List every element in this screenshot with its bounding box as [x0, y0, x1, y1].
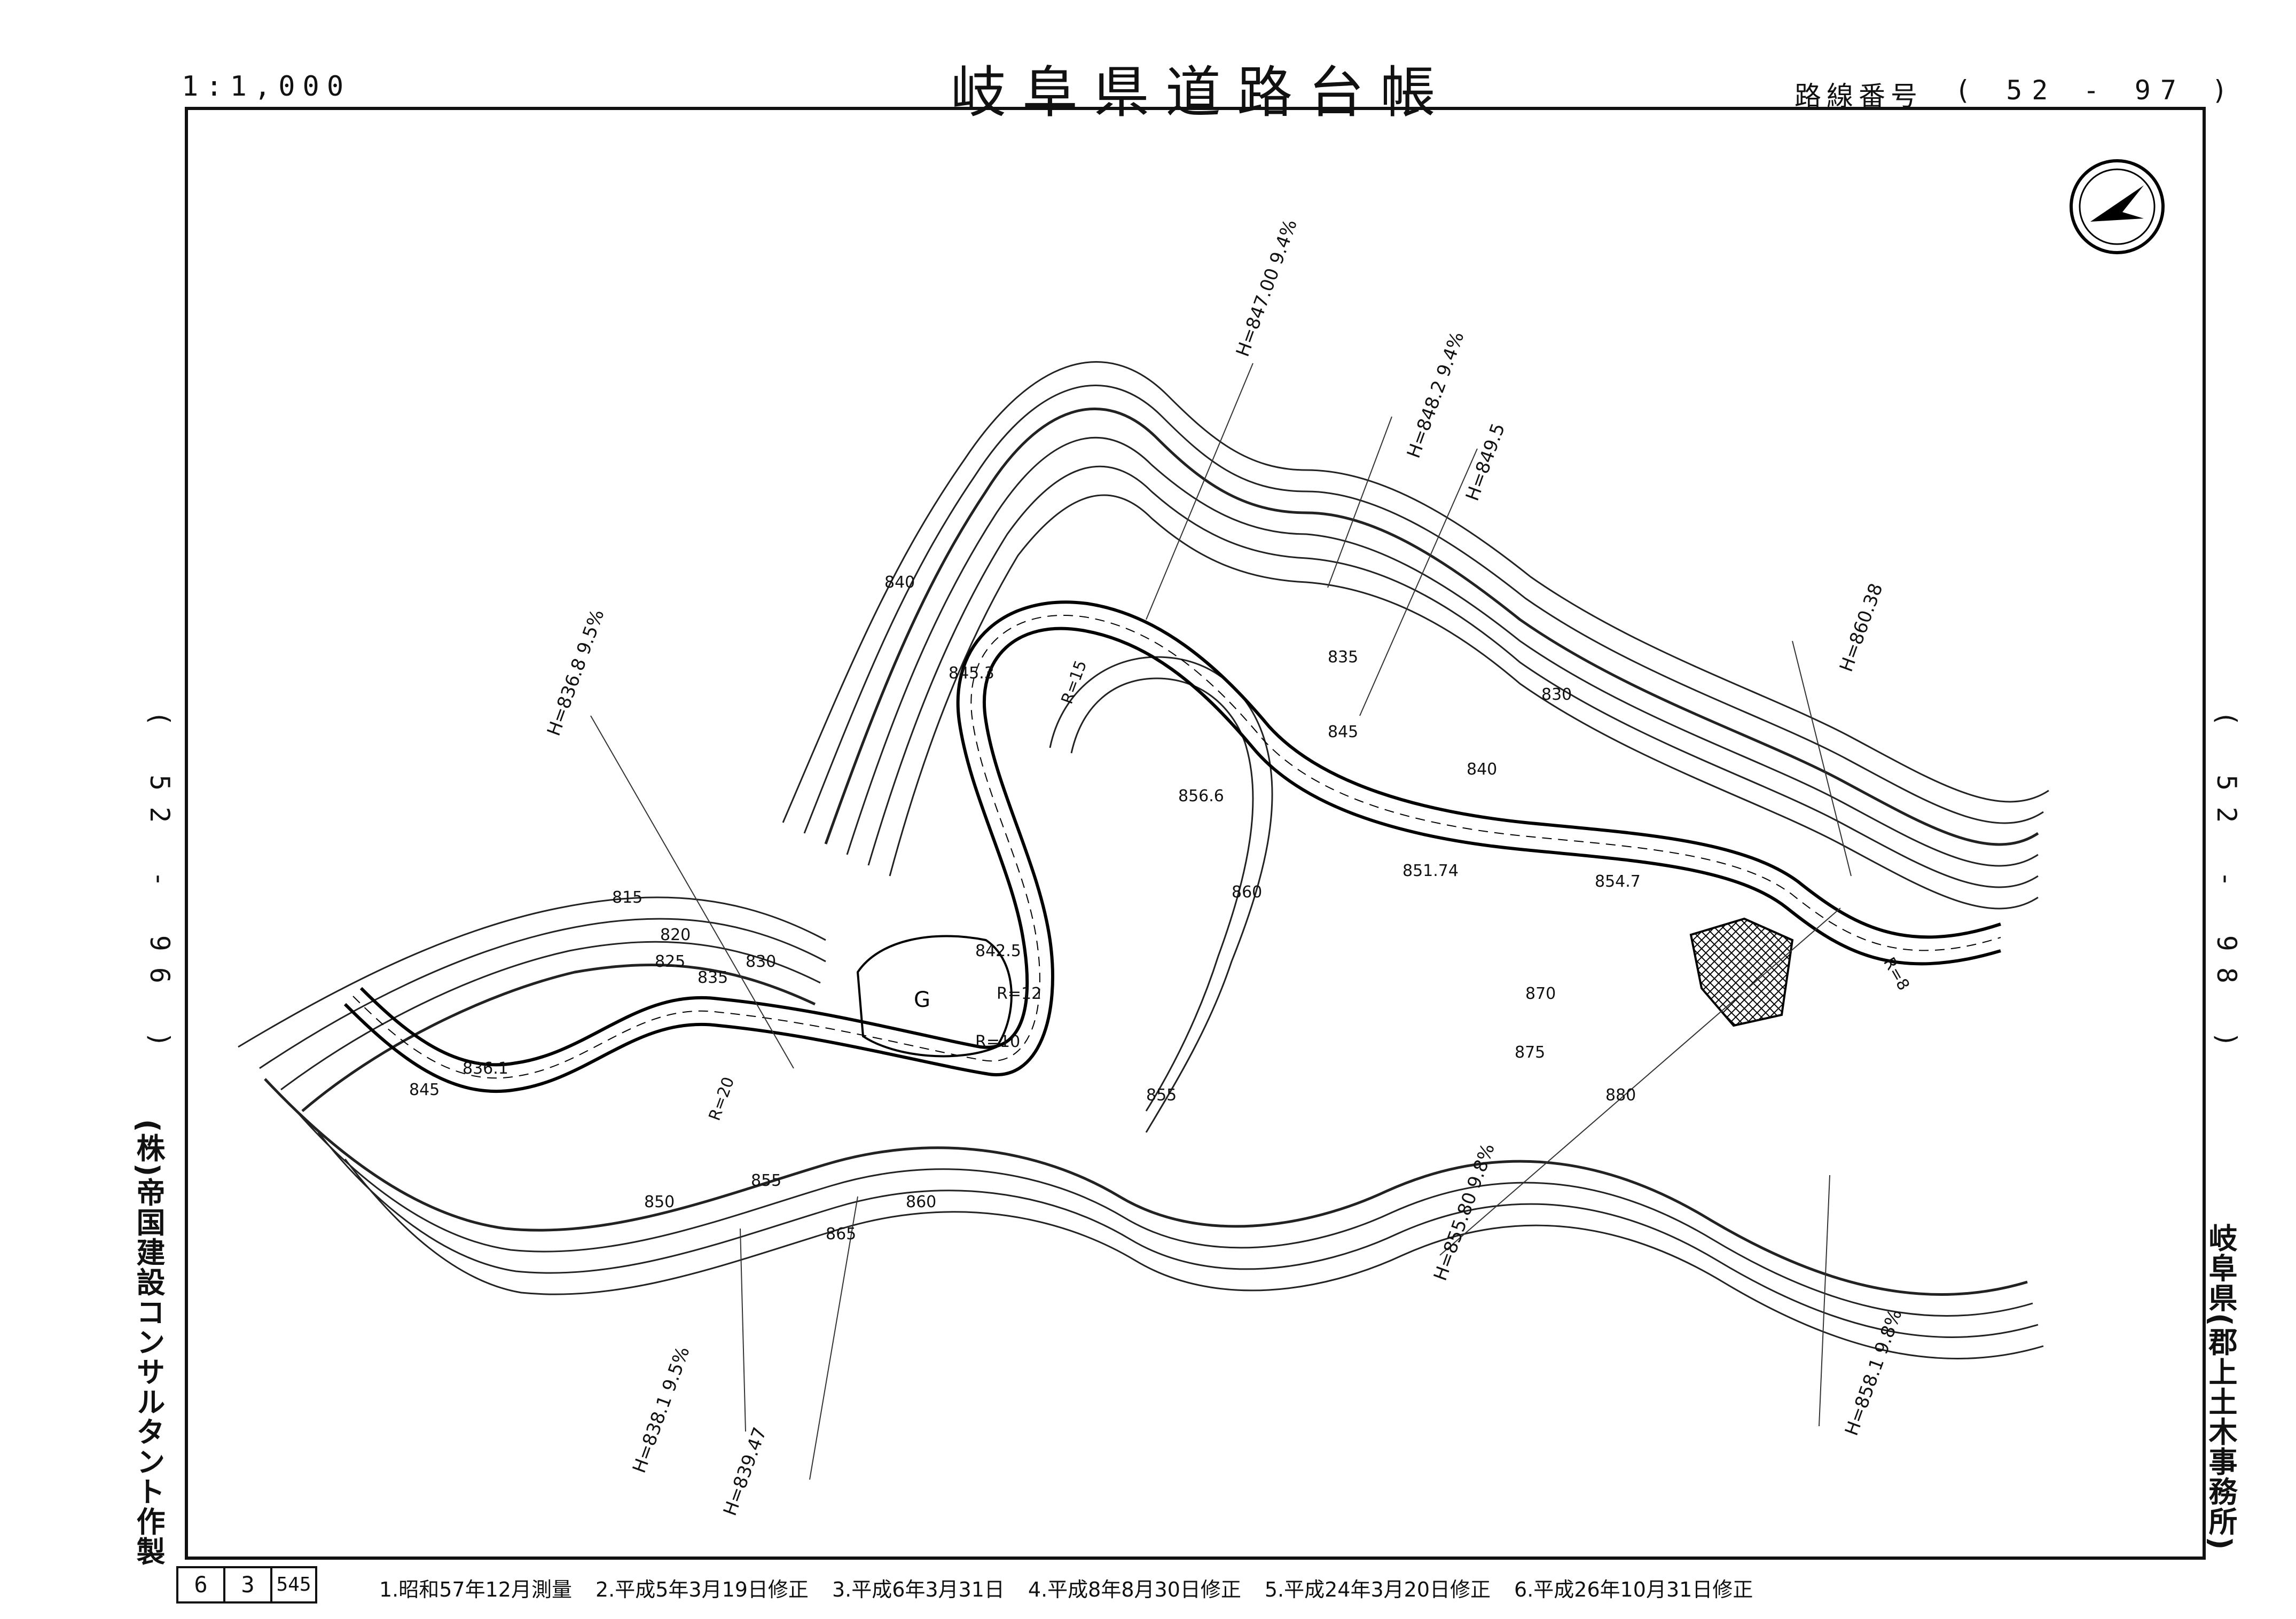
contour-label: 825: [655, 952, 685, 971]
route-number: ( 52 - 97 ): [1955, 75, 2238, 106]
office-label: 岐阜県(郡上土木事務所): [2204, 1223, 2237, 1551]
contour-label: 850: [644, 1193, 675, 1211]
adjacent-sheet-left[interactable]: ( 52 - 96 ): [144, 710, 175, 1064]
adjacent-sheet-right[interactable]: ( 52 - 98 ): [2211, 710, 2242, 1064]
contour-label: 855: [751, 1171, 781, 1190]
grade-annotation: H=858.1 9.8%: [1841, 1307, 1907, 1438]
map-frame: [185, 107, 2206, 1560]
elevation-point: 842.5: [975, 942, 1021, 960]
grade-annotation: H=848.2 9.4%: [1403, 329, 1469, 461]
contour-label: 840: [1467, 760, 1497, 779]
curve-radius: R=12: [997, 984, 1041, 1003]
curve-radius: R=20: [706, 1075, 739, 1123]
grade-annotation: H=847.00 9.4%: [1232, 216, 1302, 359]
grade-annotation: H=849.5: [1462, 420, 1509, 504]
hatched-area: [1689, 917, 1794, 1027]
revision-note: 4.平成8年8月30日修正: [1028, 1578, 1241, 1601]
route-number-label: 路線番号: [1795, 81, 1923, 112]
contour-label: 845: [1328, 723, 1358, 741]
elevation-point: 856.6: [1178, 787, 1224, 805]
grade-annotation: H=860.38: [1836, 581, 1887, 675]
elevation-point: 854.7: [1595, 872, 1641, 891]
contour-label: 875: [1515, 1043, 1545, 1062]
revision-note: 1.昭和57年12月測量: [379, 1578, 572, 1601]
curve-radius: R=10: [975, 1033, 1020, 1051]
contour-label: 865: [826, 1225, 856, 1243]
curve-radius: R=8: [1879, 955, 1913, 994]
contour-label: 880: [1605, 1086, 1636, 1105]
revision-note: 3.平成6年3月31日: [832, 1578, 1005, 1601]
map-scale: 1:1,000: [182, 71, 351, 103]
revision-notes: 1.昭和57年12月測量 2.平成5年3月19日修正 3.平成6年3月31日 4…: [379, 1573, 1753, 1602]
area-label: G: [914, 988, 930, 1012]
contour-label: 870: [1525, 984, 1556, 1003]
contour-label: 820: [660, 926, 691, 944]
maker-label: (株)帝国建設コンサルタント作製: [131, 1119, 165, 1567]
contour-label: 830: [1541, 685, 1572, 704]
north-arrow-icon: [2070, 159, 2165, 254]
map-canvas[interactable]: G 815 820 825 830 835 845 850 855 860 86…: [185, 107, 2206, 1560]
contour-label: 860: [906, 1193, 936, 1211]
elevation-point: 845.3: [949, 664, 994, 683]
sheet-number-cell: 545: [276, 1574, 311, 1595]
grade-annotation: H=855.80 9.8%: [1430, 1140, 1499, 1284]
curve-radius: R=15: [1058, 658, 1091, 707]
revision-note: 5.平成24年3月20日修正: [1264, 1578, 1491, 1601]
grade-annotation: H=838.1 9.5%: [629, 1344, 694, 1476]
grade-annotation: H=839.47: [719, 1425, 771, 1519]
contour-label: 835: [698, 968, 728, 987]
revision-note: 2.平成5年3月19日修正: [595, 1578, 809, 1601]
elevation-point: 851.74: [1402, 862, 1459, 880]
sheet-number-box: 6 3 545: [176, 1566, 317, 1604]
contour-label: 860: [1232, 883, 1262, 902]
contour-label: 855: [1146, 1086, 1177, 1105]
sheet-number-cell: 6: [178, 1568, 225, 1601]
page-title: 岐阜県道路台帳: [951, 60, 1452, 125]
sheet-number-cell: 3: [225, 1568, 272, 1601]
elevation-point: 836.1: [463, 1059, 508, 1078]
contour-label: 840: [884, 573, 915, 592]
contour-label: 845: [409, 1081, 440, 1099]
revision-note: 6.平成26年10月31日修正: [1514, 1578, 1753, 1601]
contour-label: 835: [1328, 648, 1358, 667]
contour-label: 815: [612, 888, 642, 907]
grade-annotation: H=836.8 9.5%: [543, 607, 609, 739]
contour-label: 830: [746, 952, 776, 971]
